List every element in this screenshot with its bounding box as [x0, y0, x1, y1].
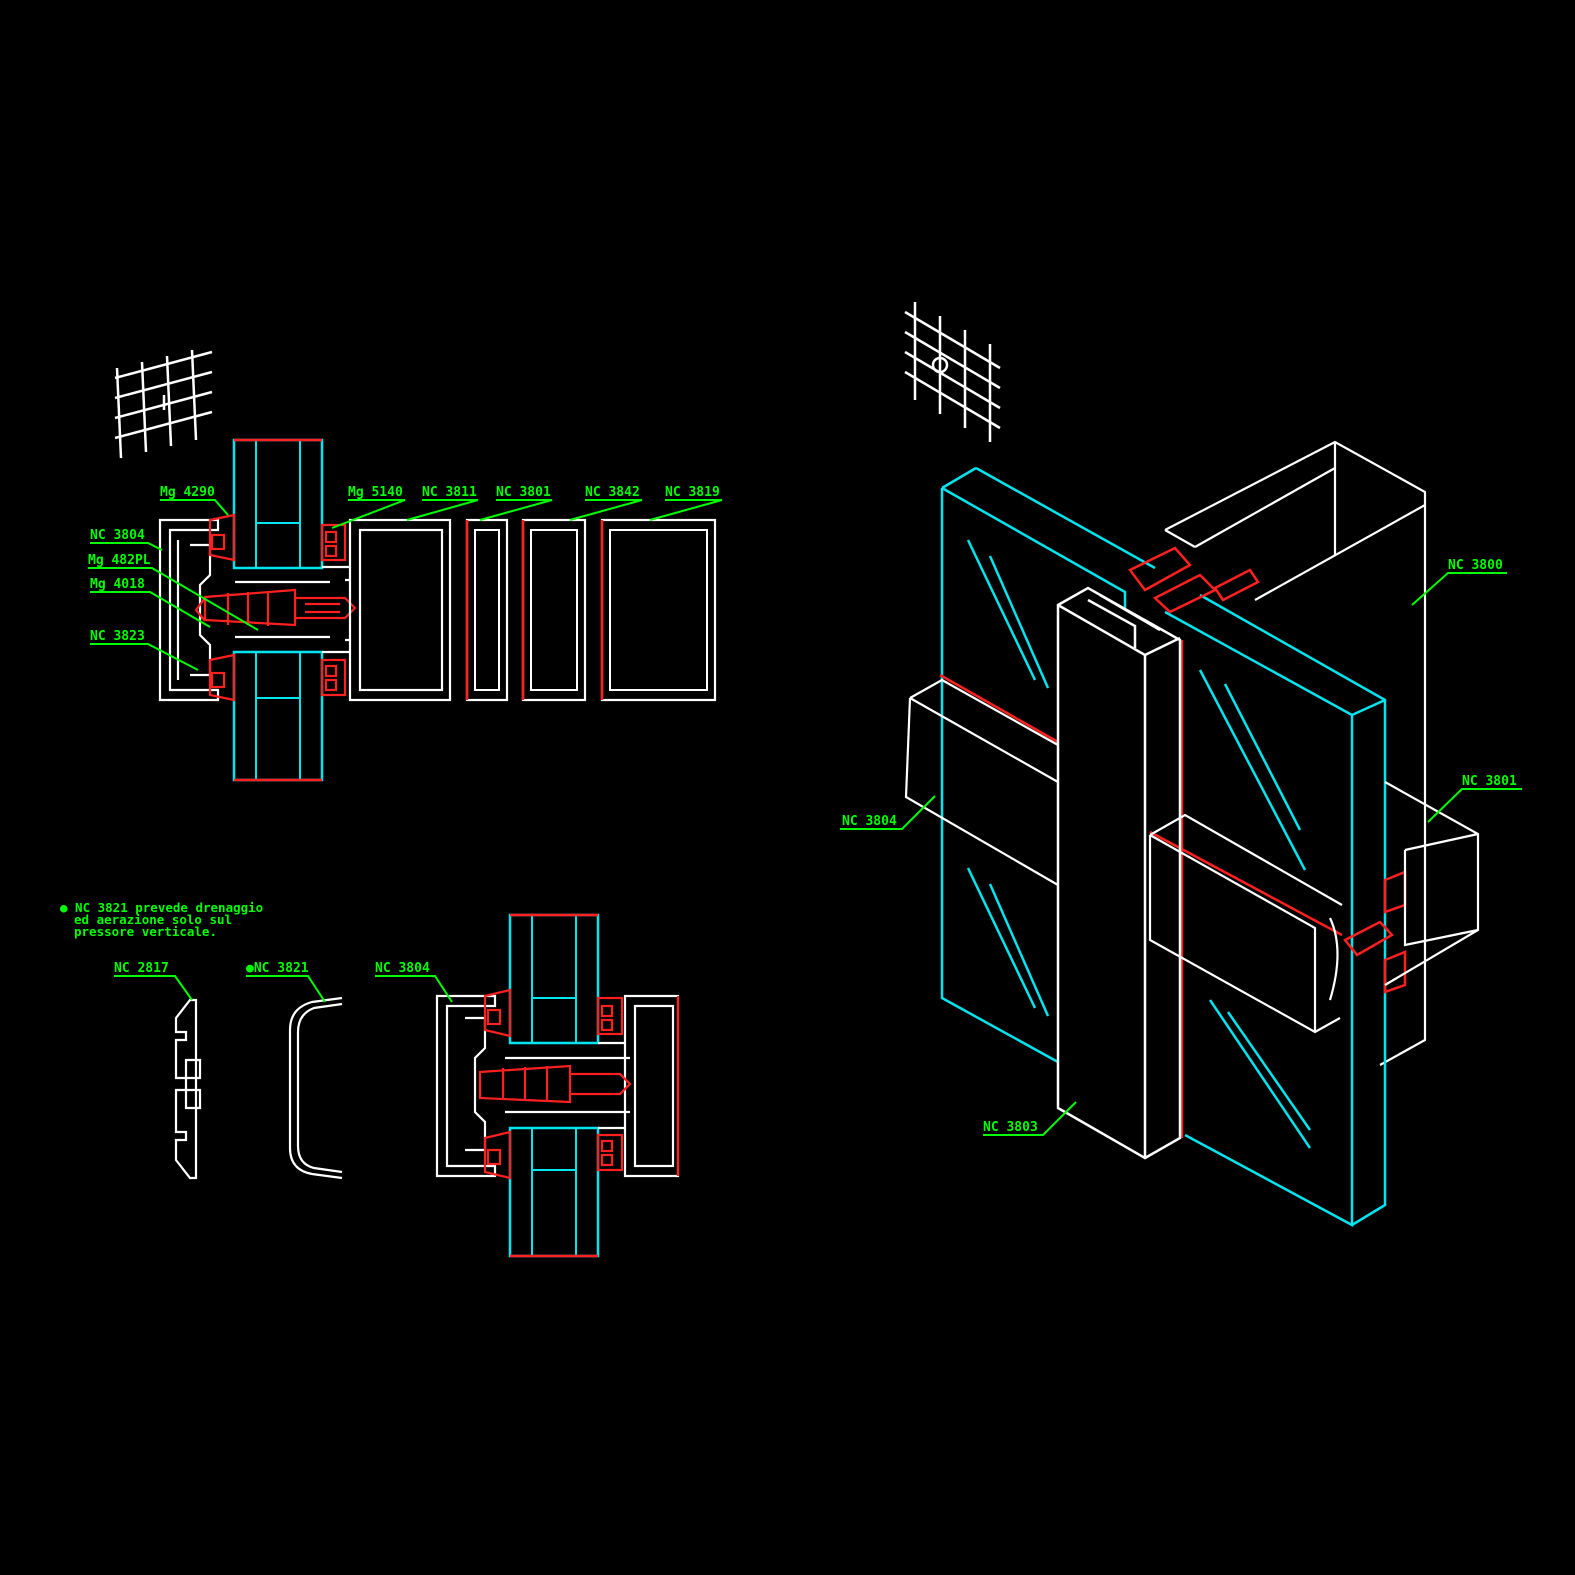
label-iso-nc3804: NC 3804	[842, 814, 897, 829]
bottom-section-detail: ● NC 3821 prevede drenaggio ed aerazione…	[60, 900, 680, 1258]
iso-labels: NC 3800 NC 3801 NC 3804 NC 3803	[842, 558, 1517, 1135]
top-section-detail: Mg 4290 Mg 5140 NC 3811 NC 3801 NC 3842 …	[88, 349, 723, 782]
grid-symbol	[114, 349, 213, 459]
iso-glass-left	[940, 466, 1156, 1064]
label-iso-nc3803: NC 3803	[983, 1120, 1038, 1135]
label-nc3811: NC 3811	[422, 485, 477, 500]
iso-transom-back	[1164, 440, 1427, 1066]
mullion-profile	[235, 518, 452, 702]
label-nc3804: NC 3804	[90, 528, 145, 543]
note-line-3: pressore verticale.	[74, 924, 217, 939]
iso-glass-right	[1164, 593, 1387, 1228]
label-iso-nc3801: NC 3801	[1462, 774, 1517, 789]
label-nc3819: NC 3819	[665, 485, 720, 500]
iso-grid-symbol	[904, 302, 1001, 442]
iso-gaskets	[939, 546, 1407, 1138]
label-nc2817: NC 2817	[114, 961, 169, 976]
glass-unit-lower	[232, 650, 324, 782]
glass-unit-upper	[232, 438, 324, 570]
label-bottom-nc3804: NC 3804	[375, 961, 430, 976]
bottom-glass-upper	[508, 913, 600, 1045]
iso-mullion-front	[1056, 586, 1182, 1160]
alt-profile-nc3819	[600, 518, 717, 702]
bottom-assembly-profile	[435, 994, 680, 1178]
bottom-leaders	[114, 975, 453, 1003]
top-leaders	[88, 499, 723, 671]
label-mg482pl: Mg 482PL	[88, 553, 151, 568]
profile-nc2817	[174, 998, 202, 1180]
alt-profile-nc3801	[521, 518, 587, 702]
label-nc3823: NC 3823	[90, 629, 145, 644]
label-mg4018: Mg 4018	[90, 577, 145, 592]
label-nc3801: NC 3801	[496, 485, 551, 500]
label-nc3842: NC 3842	[585, 485, 640, 500]
iso-transom-left	[904, 678, 1059, 886]
drainage-note: ● NC 3821 prevede drenaggio ed aerazione…	[60, 900, 263, 939]
iso-leaders	[840, 572, 1522, 1136]
label-nc3821: ●NC 3821	[246, 961, 309, 976]
gaskets-and-pressure-plate	[194, 513, 357, 702]
bottom-labels: NC 2817 ●NC 3821 NC 3804	[114, 961, 430, 976]
label-iso-nc3800: NC 3800	[1448, 558, 1503, 573]
label-mg5140: Mg 5140	[348, 485, 403, 500]
profile-nc3821	[288, 996, 343, 1180]
isometric-view: NC 3800 NC 3801 NC 3804 NC 3803	[840, 302, 1522, 1228]
top-labels: Mg 4290 Mg 5140 NC 3811 NC 3801 NC 3842 …	[88, 485, 720, 644]
bottom-gaskets	[478, 988, 680, 1180]
note-line-1: ● NC 3821 prevede drenaggio	[60, 900, 263, 915]
bottom-glass-lower	[508, 1126, 600, 1258]
note-line-2: ed aerazione solo sul	[74, 912, 232, 927]
iso-transom-right	[1148, 781, 1480, 1034]
label-mg4290: Mg 4290	[160, 485, 215, 500]
alt-profile-nc3811	[465, 518, 509, 702]
